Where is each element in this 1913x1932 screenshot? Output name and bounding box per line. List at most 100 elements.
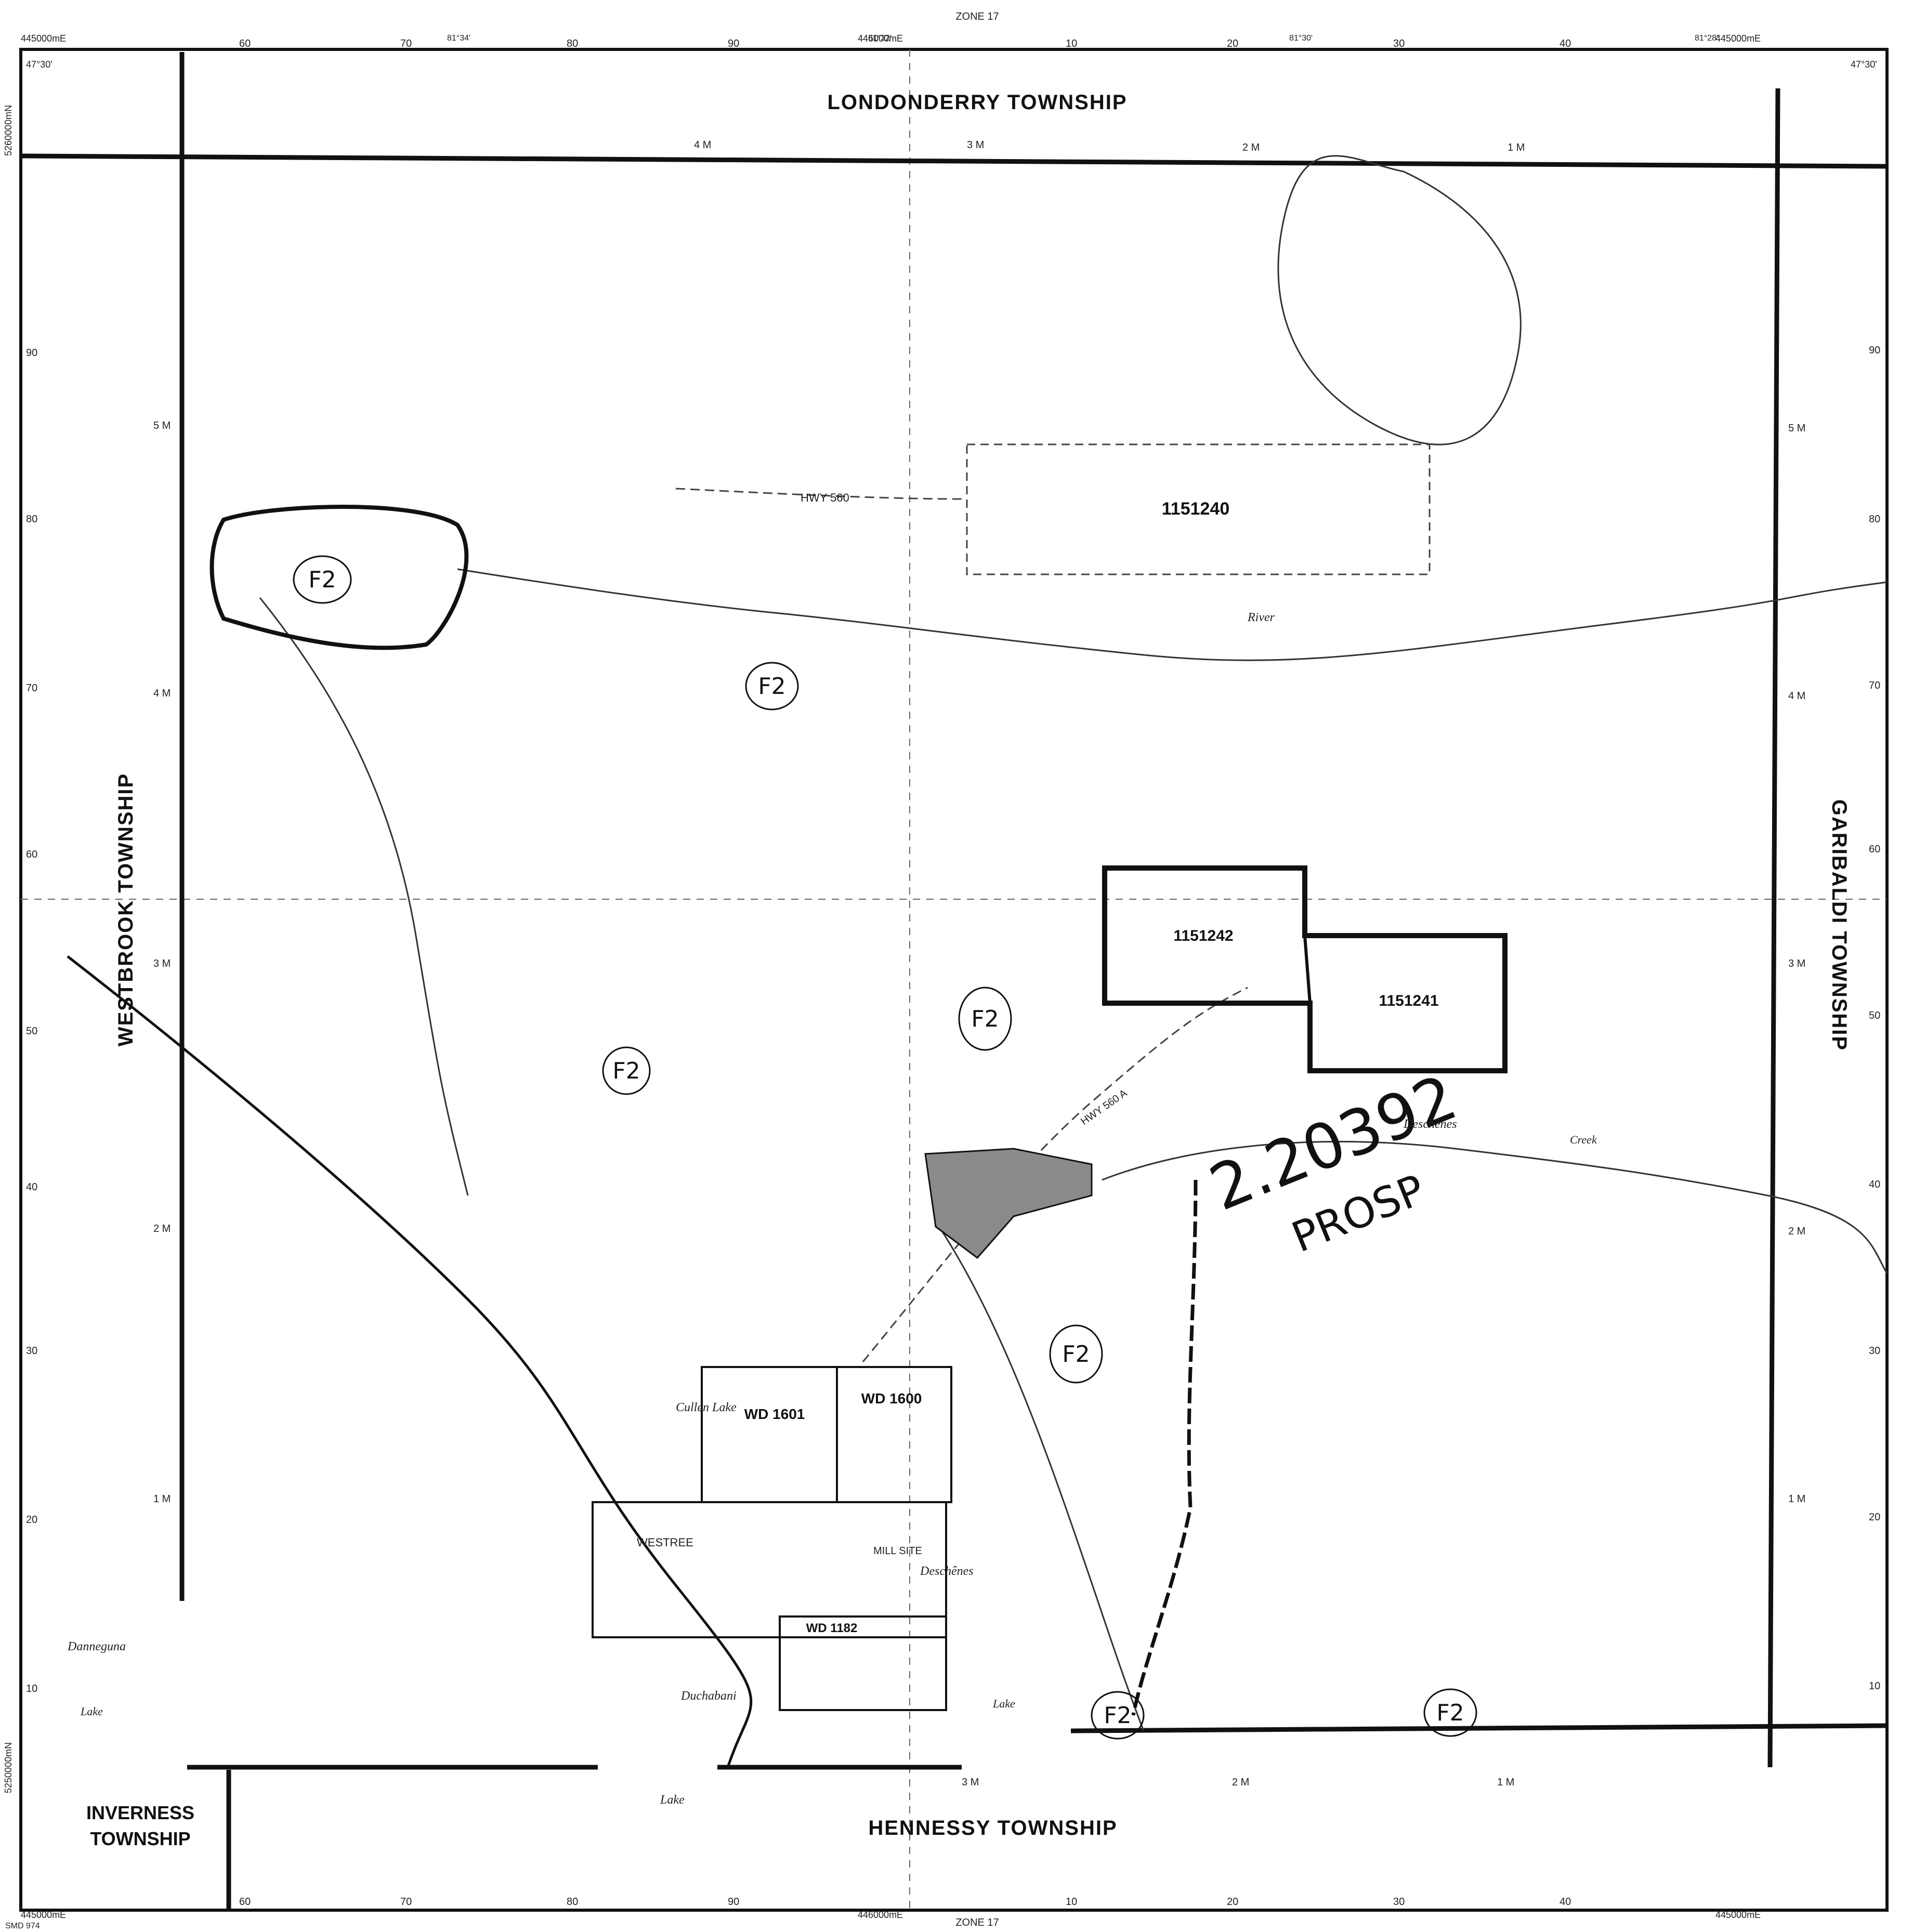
wd-1600-label: WD 1600 — [861, 1390, 922, 1407]
bottom-tick: 40 — [1560, 1896, 1571, 1908]
f2-markers — [293, 555, 1477, 1740]
left-tick: 70 — [26, 682, 37, 694]
zone-label-bottom: ZONE 17 — [955, 1917, 999, 1928]
mile-left: 2 M — [153, 1223, 171, 1234]
f2-circle-6 — [1091, 1691, 1145, 1740]
lake-label-a: Lake — [80, 1705, 103, 1718]
duchabani-label: Duchabani — [680, 1689, 737, 1703]
bottom-tick: 70 — [400, 1896, 412, 1908]
easting-bottom-right: 445000mE — [1715, 1910, 1761, 1920]
township-southwest-label-2: TOWNSHIP — [90, 1828, 190, 1849]
mile-bottom: 1 M — [1497, 1777, 1514, 1788]
mile-right: 5 M — [1788, 423, 1805, 434]
mile-bottom: 2 M — [1232, 1777, 1249, 1788]
right-tick: 80 — [1869, 514, 1880, 525]
f2-label-5: F2 — [1062, 1341, 1090, 1368]
mile-right: 3 M — [1788, 958, 1805, 969]
left-tick: 40 — [26, 1181, 37, 1193]
claim-1151241-label: 1151241 — [1379, 992, 1438, 1009]
mile-right: 2 M — [1788, 1226, 1805, 1237]
town-area — [924, 1148, 1093, 1259]
wd-lots — [592, 1366, 952, 1711]
easting-top-mid: 446000mE — [858, 33, 903, 44]
right-tick: 40 — [1869, 1179, 1880, 1190]
bottom-tick: 10 — [1066, 1896, 1077, 1908]
hydrography — [259, 155, 1888, 1731]
long-top: 81°34' — [447, 34, 470, 43]
mile-top: 2 M — [1242, 142, 1260, 153]
south-township-line-east — [1070, 1723, 1888, 1733]
river-main — [457, 568, 1888, 661]
lake-label-c: Lake — [992, 1697, 1015, 1710]
f2-label-3: F2 — [971, 1006, 999, 1032]
bottom-tick: 90 — [728, 1896, 739, 1908]
easting-top-right: 445000mE — [1715, 33, 1761, 44]
long-top: 81°30' — [1289, 34, 1313, 43]
claim-1151240-label: 1151240 — [1162, 499, 1230, 519]
f2-label-7: F2 — [1436, 1700, 1464, 1726]
long-top: 81°32' — [868, 34, 892, 43]
long-top: 81°28' — [1695, 34, 1718, 43]
longitude-labels: 81°34' 81°32' 81°30' 81°28' — [447, 34, 1718, 43]
hwy-560 — [675, 488, 962, 500]
lat-top-right: 47°30' — [1851, 59, 1877, 70]
township-west-label: WESTBROOK TOWNSHIP — [114, 773, 137, 1046]
top-tick: 80 — [567, 38, 578, 49]
lat-top-left: 47°30' — [26, 59, 53, 70]
left-tick: 60 — [26, 849, 37, 860]
hwy-560a — [862, 987, 1248, 1362]
top-tick: 40 — [1560, 38, 1571, 49]
top-tick: 60 — [239, 38, 251, 49]
left-grid-ticks: 90 80 70 60 50 40 30 20 10 — [26, 347, 37, 1694]
mile-top: 1 M — [1508, 142, 1525, 153]
lake-outline-north — [1277, 155, 1522, 445]
river-label: River — [1247, 611, 1275, 624]
deschenes-label-a: Deschênes — [1403, 1118, 1457, 1131]
utm-grid — [21, 49, 1887, 1910]
easting-bottom-left: 445000mE — [21, 1910, 66, 1920]
deschenes-creek — [1102, 1141, 1888, 1274]
deschenes-label-b: Deschênes — [920, 1565, 974, 1578]
f2-circle-7 — [1423, 1688, 1477, 1737]
left-tick: 30 — [26, 1345, 37, 1357]
f2-label-6: F2 — [1104, 1702, 1131, 1729]
township-boundaries — [20, 52, 1888, 1910]
claim-1151240-outline[interactable] — [966, 443, 1431, 575]
top-tick: 10 — [1066, 38, 1077, 49]
lake-label-b: Lake — [660, 1793, 685, 1807]
mile-top: 3 M — [967, 139, 984, 151]
f2-circle-2 — [745, 662, 799, 711]
f2-label-1: F2 — [308, 567, 336, 593]
claim-1151242-1151241-outline[interactable] — [1102, 865, 1508, 1073]
mile-left: 3 M — [153, 958, 171, 969]
f2-circle-4 — [602, 1046, 651, 1095]
sheet-reference: SMD 974 — [5, 1922, 40, 1930]
bottom-tick: 20 — [1227, 1896, 1238, 1908]
bottom-grid-ticks: 60 70 80 90 10 20 30 40 — [239, 1896, 1571, 1908]
township-south-label: HENNESSY TOWNSHIP — [868, 1817, 1117, 1839]
left-tick: 20 — [26, 1514, 37, 1526]
north-township-line — [20, 153, 1888, 169]
hwy-560-label: HWY 560 — [801, 491, 849, 504]
mile-markers: 4 M 3 M 2 M 1 M 5 M 4 M 3 M 2 M 1 M 5 M … — [153, 139, 1805, 1788]
top-tick: 70 — [400, 38, 412, 49]
claim-divider — [1303, 935, 1312, 1004]
mile-right: 4 M — [1788, 690, 1805, 702]
zone-label-top: ZONE 17 — [955, 11, 999, 22]
left-tick: 90 — [26, 347, 37, 359]
cullen-lake-label: Cullen Lake — [676, 1401, 737, 1414]
mile-right: 1 M — [1788, 1493, 1805, 1505]
bottom-tick: 80 — [567, 1896, 578, 1908]
mile-bottom: 3 M — [962, 1777, 979, 1788]
left-tick: 10 — [26, 1683, 37, 1694]
wd-1601-label: WD 1601 — [744, 1406, 805, 1422]
easting-bottom-mid: 446000mE — [858, 1910, 903, 1920]
claim-1151242-label: 1151242 — [1173, 927, 1233, 944]
northing-bottom: 5250000mN — [3, 1742, 14, 1793]
top-grid-ticks: 60 70 80 90 10 20 30 40 — [239, 38, 1571, 49]
f2-circle-3 — [958, 987, 1012, 1051]
wd-lot-westree — [592, 1501, 947, 1638]
easting-top-left: 445000mE — [21, 33, 66, 44]
township-southwest-label-1: INVERNESS — [86, 1802, 194, 1823]
